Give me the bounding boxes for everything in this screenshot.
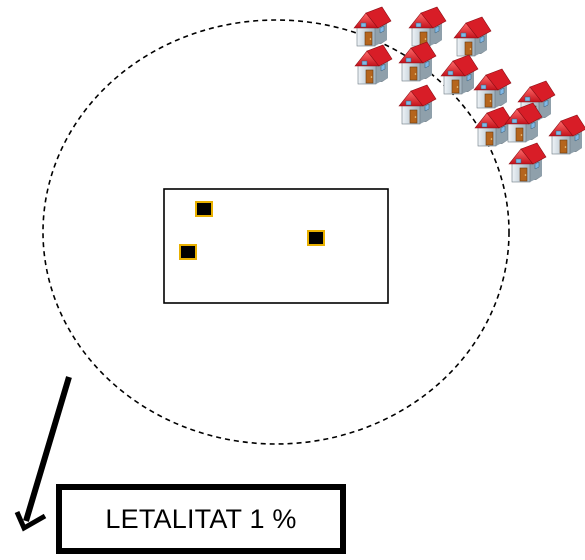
house-icon: [398, 84, 437, 125]
house-icon: [354, 44, 393, 85]
house-icon: [440, 54, 479, 95]
impact-zone-circle: [42, 19, 510, 445]
house-icon: [508, 142, 547, 183]
pointer-arrow: [14, 376, 72, 532]
facility-unit: [307, 230, 325, 246]
house-icon: [408, 6, 447, 47]
house-icon: [473, 68, 512, 109]
facility-unit: [195, 201, 213, 217]
lethality-label-box: LETALITAT 1 %: [56, 484, 346, 554]
facility-unit: [179, 244, 197, 260]
house-icon: [453, 16, 492, 57]
house-icon: [474, 106, 513, 147]
house-icon: [353, 6, 392, 47]
lethality-label: LETALITAT 1 %: [105, 503, 297, 534]
house-icon: [548, 114, 585, 155]
house-icon: [504, 102, 543, 143]
house-icon: [398, 41, 437, 82]
